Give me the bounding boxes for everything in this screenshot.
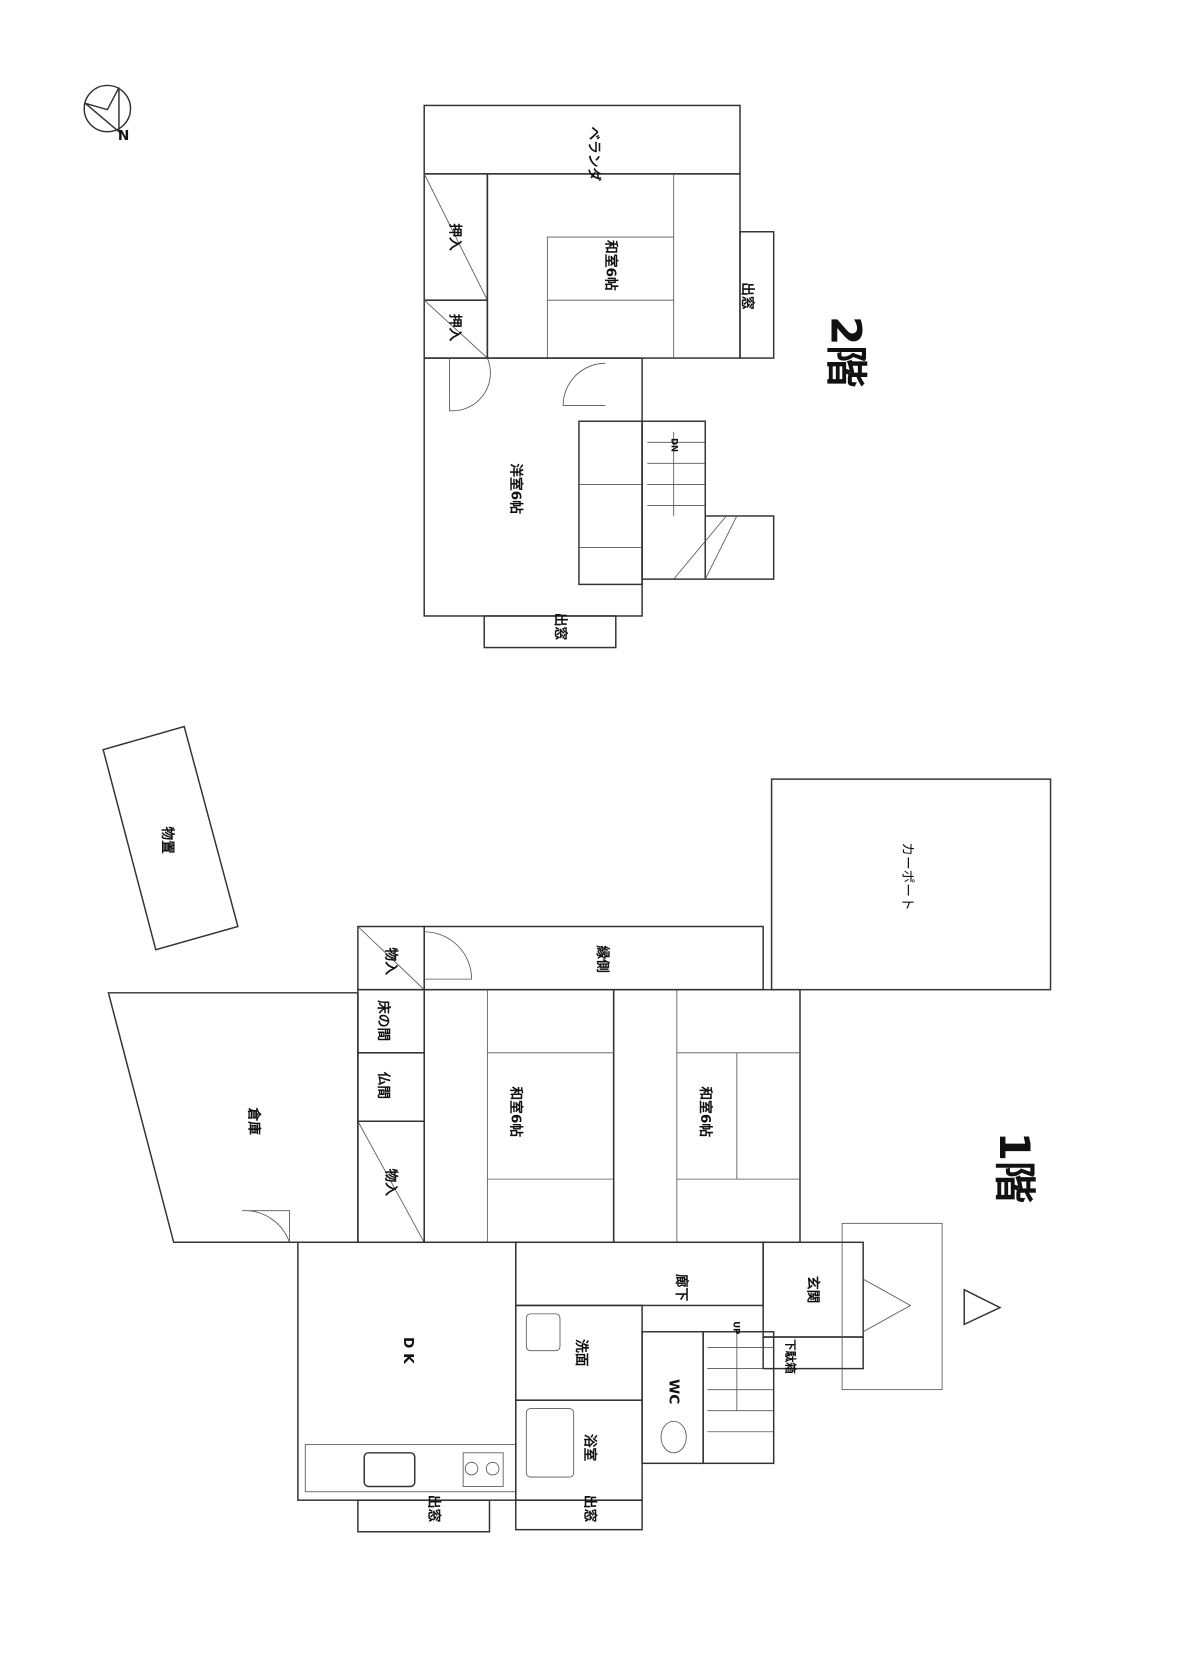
dk <box>297 1241 517 1501</box>
rouka-label: 廊下 <box>673 1274 690 1302</box>
bathtub-icon <box>525 1408 575 1478</box>
washitsu-2f-label: 和室6帖 <box>602 239 619 291</box>
washitsu-2-label: 和室6帖 <box>697 1086 714 1138</box>
stairs-dn-label: DN <box>670 438 680 452</box>
demado-dk-label: 出窓 <box>425 1495 442 1523</box>
souko <box>107 992 359 1244</box>
youshitsu <box>423 357 643 617</box>
getabako <box>762 1336 864 1370</box>
demado-bottom-2f <box>483 615 617 649</box>
carport <box>770 778 1052 991</box>
kitchen-counter <box>304 1443 517 1493</box>
floor-2: ベランダ 押入 押入 和室6帖 出窓 洋室6帖 出窓 DN 2階 <box>423 104 871 649</box>
tokonoma-label: 床の間 <box>375 1000 392 1041</box>
demado-dk <box>357 1499 491 1533</box>
yokushitsu-label: 浴室 <box>581 1434 598 1462</box>
monoire-2-label: 物入 <box>382 1169 399 1197</box>
senmen-label: 洗面 <box>573 1339 590 1367</box>
veranda-label: ベランダ <box>585 127 602 182</box>
butsuma-label: 仏間 <box>375 1072 391 1099</box>
youshitsu-label: 洋室6帖 <box>508 463 525 514</box>
washitsu-1-label: 和室6帖 <box>508 1086 525 1138</box>
svg-text:N: N <box>118 128 129 144</box>
wc-label: WC <box>665 1379 681 1404</box>
butsuma <box>357 1052 425 1122</box>
yokushitsu <box>515 1399 643 1501</box>
washbasin-icon <box>525 1313 561 1352</box>
engawa-label: 縁側 <box>594 945 611 973</box>
monoire-1-label: 物入 <box>382 948 399 976</box>
genkan-label: 玄関 <box>804 1276 821 1303</box>
dk-label: D K <box>400 1337 416 1365</box>
demado-bottom-label: 出窓 <box>552 613 569 641</box>
compass-icon: N <box>83 84 132 144</box>
rouka <box>515 1241 764 1307</box>
demado-right-label: 出窓 <box>739 282 756 310</box>
carport-label: カーポート <box>899 842 915 910</box>
stairs-1f <box>702 1331 775 1465</box>
floor-2-title: 2階 <box>822 316 871 387</box>
entrance-arrow-icon <box>963 1288 1002 1326</box>
veranda <box>423 104 741 175</box>
demado-right-2f <box>739 231 775 359</box>
stairs-up-label: UP <box>732 1321 742 1334</box>
getabako-label: 下駄箱 <box>783 1339 797 1374</box>
floor-1: 物置 カーポート 縁側 物入 床の間 仏間 物入 倉庫 和室6帖 和室6帖 廊下… <box>102 725 1052 1533</box>
souko-label: 倉庫 <box>245 1107 262 1136</box>
porch <box>841 1222 943 1391</box>
stove-burner-icon <box>464 1461 479 1476</box>
closet <box>578 420 643 586</box>
monooki-label: 物置 <box>159 827 176 855</box>
floor-1-title: 1階 <box>990 1132 1039 1203</box>
demado-bath-label: 出窓 <box>581 1495 598 1523</box>
toilet-icon <box>660 1420 687 1454</box>
oshiire-1-label: 押入 <box>447 223 464 251</box>
tokonoma <box>357 988 425 1054</box>
demado-bath <box>515 1499 643 1531</box>
sink-icon <box>363 1452 416 1488</box>
monooki <box>102 725 239 951</box>
oshiire-2-label: 押入 <box>447 314 464 342</box>
